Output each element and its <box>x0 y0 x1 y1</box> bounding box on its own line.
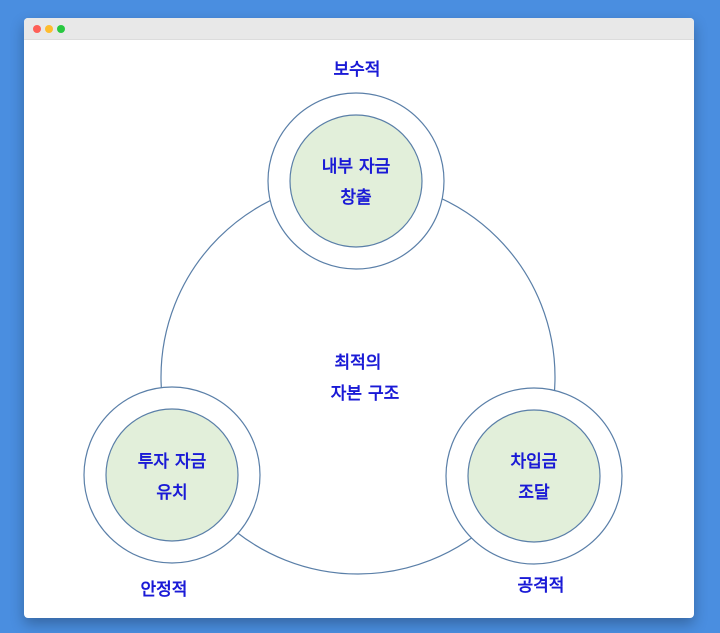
node-investment-funds-label-line1: 투자 자금 <box>138 452 207 472</box>
window-titlebar <box>24 18 694 40</box>
node-internal-funds-label-line2: 창출 <box>340 188 372 208</box>
caption-conservative: 보수적 <box>334 60 381 80</box>
center-label-line2: 자본 구조 <box>331 384 400 404</box>
node-internal-funds: 내부 자금 창출 <box>267 92 445 270</box>
node-borrowing-circle <box>467 409 601 543</box>
node-internal-funds-circle <box>289 114 423 248</box>
node-investment-funds-label-line2: 유치 <box>156 483 187 503</box>
maximize-window-icon[interactable] <box>57 25 65 33</box>
close-window-icon[interactable] <box>33 25 41 33</box>
node-borrowing-label-line1: 차입금 <box>511 452 558 472</box>
node-investment-funds-circle <box>105 408 239 542</box>
node-borrowing: 차입금 조달 <box>445 387 623 565</box>
caption-stable: 안정적 <box>141 580 188 600</box>
center-label-line1: 최적의 <box>335 353 382 373</box>
node-internal-funds-label-line1: 내부 자금 <box>322 157 391 177</box>
caption-aggressive: 공격적 <box>518 576 565 596</box>
node-investment-funds: 투자 자금 유치 <box>83 386 261 564</box>
node-borrowing-label-line2: 조달 <box>518 482 550 503</box>
minimize-window-icon[interactable] <box>45 25 53 33</box>
